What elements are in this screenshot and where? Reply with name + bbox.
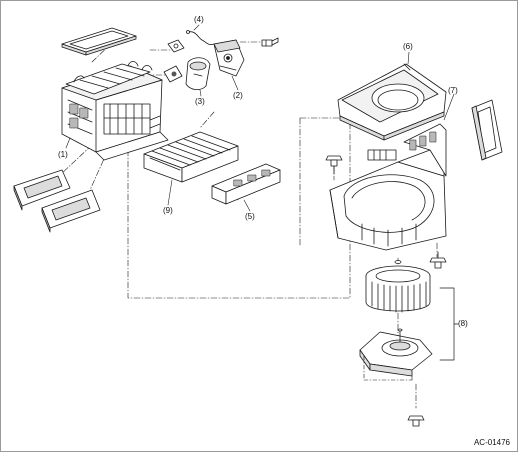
heater-unit-housing xyxy=(61,61,169,161)
callout-label-5: (5) xyxy=(245,212,255,221)
screw-upper xyxy=(261,37,279,47)
callout-label-4: (4) xyxy=(194,15,204,24)
mode-actuator xyxy=(213,39,245,77)
callout-label-3: (3) xyxy=(195,97,205,106)
leader-lines xyxy=(65,24,455,212)
callout-bracket-8 xyxy=(439,287,459,361)
link-rod xyxy=(186,30,215,45)
seal-gasket-frame xyxy=(61,27,137,56)
callout-label-7: (7) xyxy=(448,86,458,95)
blower-fan xyxy=(365,260,431,313)
callout-label-9: (9) xyxy=(163,206,173,215)
air-filter xyxy=(143,131,239,183)
callout-label-1: (1) xyxy=(58,150,68,159)
blower-upper-case xyxy=(337,63,447,141)
screw-bottom xyxy=(407,415,425,427)
filter-cover xyxy=(211,163,281,205)
air-mix-actuator xyxy=(163,39,211,90)
blower-lower-case xyxy=(329,123,447,251)
callout-label-2: (2) xyxy=(233,91,243,100)
outlet-seal-frame xyxy=(471,99,503,161)
screw-left xyxy=(325,155,343,175)
blower-motor xyxy=(359,328,433,381)
callout-label-8: (8) xyxy=(458,319,468,328)
callout-label-6: (6) xyxy=(403,42,413,51)
figure-code: AC-01476 xyxy=(473,438,510,447)
screw-right xyxy=(429,251,447,269)
duct-pieces xyxy=(13,169,101,233)
